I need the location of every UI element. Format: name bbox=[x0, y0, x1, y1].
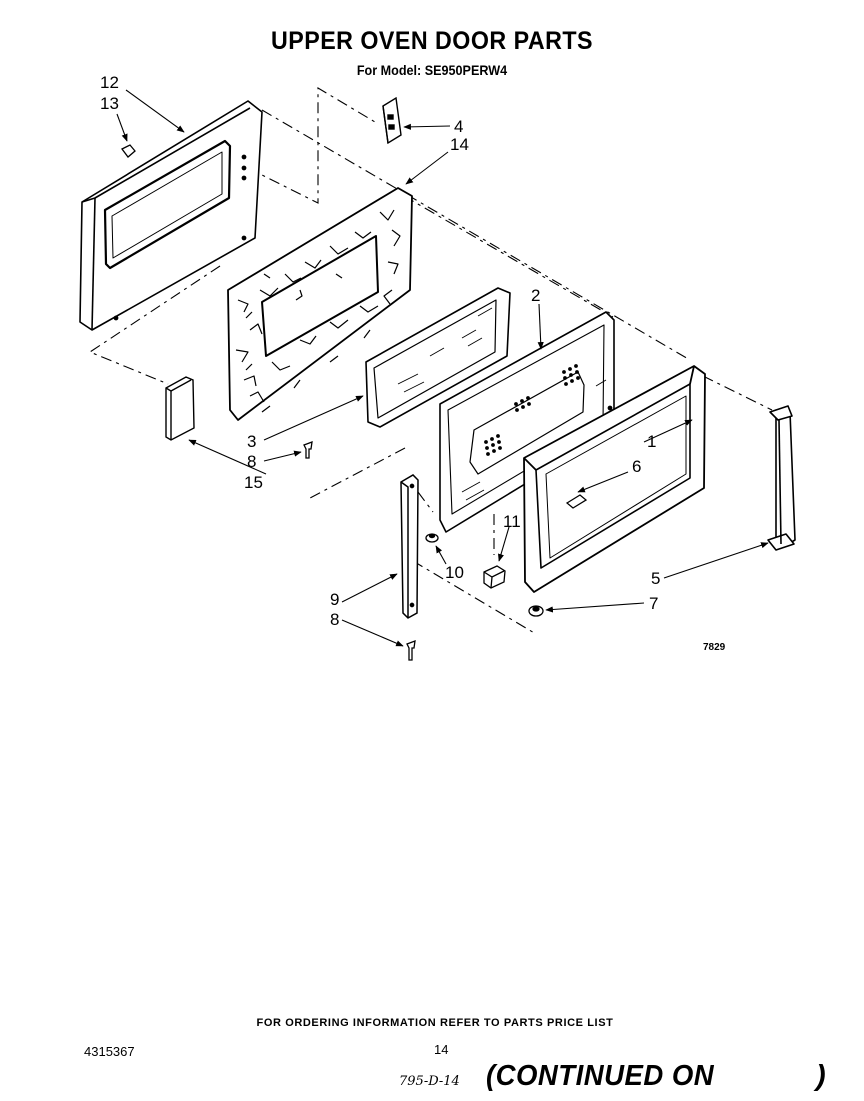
part-10-washer bbox=[425, 533, 439, 543]
callout-15: 15 bbox=[244, 473, 263, 492]
handwritten-code: 795-D-14 bbox=[399, 1074, 460, 1089]
part-3-glass-pack bbox=[365, 287, 511, 428]
page-title: UPPER OVEN DOOR PARTS bbox=[271, 27, 593, 55]
callout-6: 6 bbox=[632, 457, 641, 476]
part-8-screws bbox=[303, 441, 416, 661]
callout-10: 10 bbox=[445, 563, 464, 582]
callout-4: 4 bbox=[454, 117, 463, 136]
part-7-washer bbox=[528, 605, 544, 617]
callout-1: 1 bbox=[647, 432, 656, 451]
callout-13: 13 bbox=[100, 94, 119, 113]
continued-on-label: (CONTINUED ON bbox=[486, 1060, 715, 1092]
callout-2: 2 bbox=[531, 286, 540, 305]
part-13-clip bbox=[121, 144, 136, 158]
ordering-note: FOR ORDERING INFORMATION REFER TO PARTS … bbox=[256, 1017, 614, 1029]
callout-8-upper: 8 bbox=[247, 452, 256, 471]
part-4-hinge-bracket bbox=[382, 96, 402, 145]
part-11-block-clip bbox=[483, 565, 506, 589]
callout-12: 12 bbox=[100, 73, 119, 92]
part-14-insulation bbox=[227, 187, 413, 421]
model-subtitle: For Model: SE950PERW4 bbox=[356, 62, 508, 78]
callout-labels: 12 13 4 14 2 1 6 3 8 15 11 10 9 8 5 7 78… bbox=[100, 73, 726, 653]
closing-paren: ) bbox=[816, 1060, 826, 1092]
callout-3: 3 bbox=[247, 432, 256, 451]
part-1-outer-door-frame bbox=[523, 365, 706, 593]
figure-code: 7829 bbox=[703, 642, 726, 653]
document-number: 4315367 bbox=[84, 1044, 135, 1059]
callout-14: 14 bbox=[450, 135, 469, 154]
leader-lines bbox=[116, 89, 769, 647]
part-6-latch bbox=[565, 494, 588, 509]
callout-7: 7 bbox=[649, 594, 658, 613]
callout-9: 9 bbox=[330, 590, 339, 609]
part-9-support-channel bbox=[400, 474, 419, 619]
part-15-bracket bbox=[165, 376, 195, 441]
callout-8-lower: 8 bbox=[330, 610, 339, 629]
callout-11: 11 bbox=[503, 512, 521, 531]
page-number: 14 bbox=[434, 1042, 449, 1057]
part-5-door-handle bbox=[767, 405, 796, 551]
part-12-inner-door-panel bbox=[79, 100, 263, 331]
callout-5: 5 bbox=[651, 569, 660, 588]
assembly-guide-lines bbox=[88, 87, 773, 635]
